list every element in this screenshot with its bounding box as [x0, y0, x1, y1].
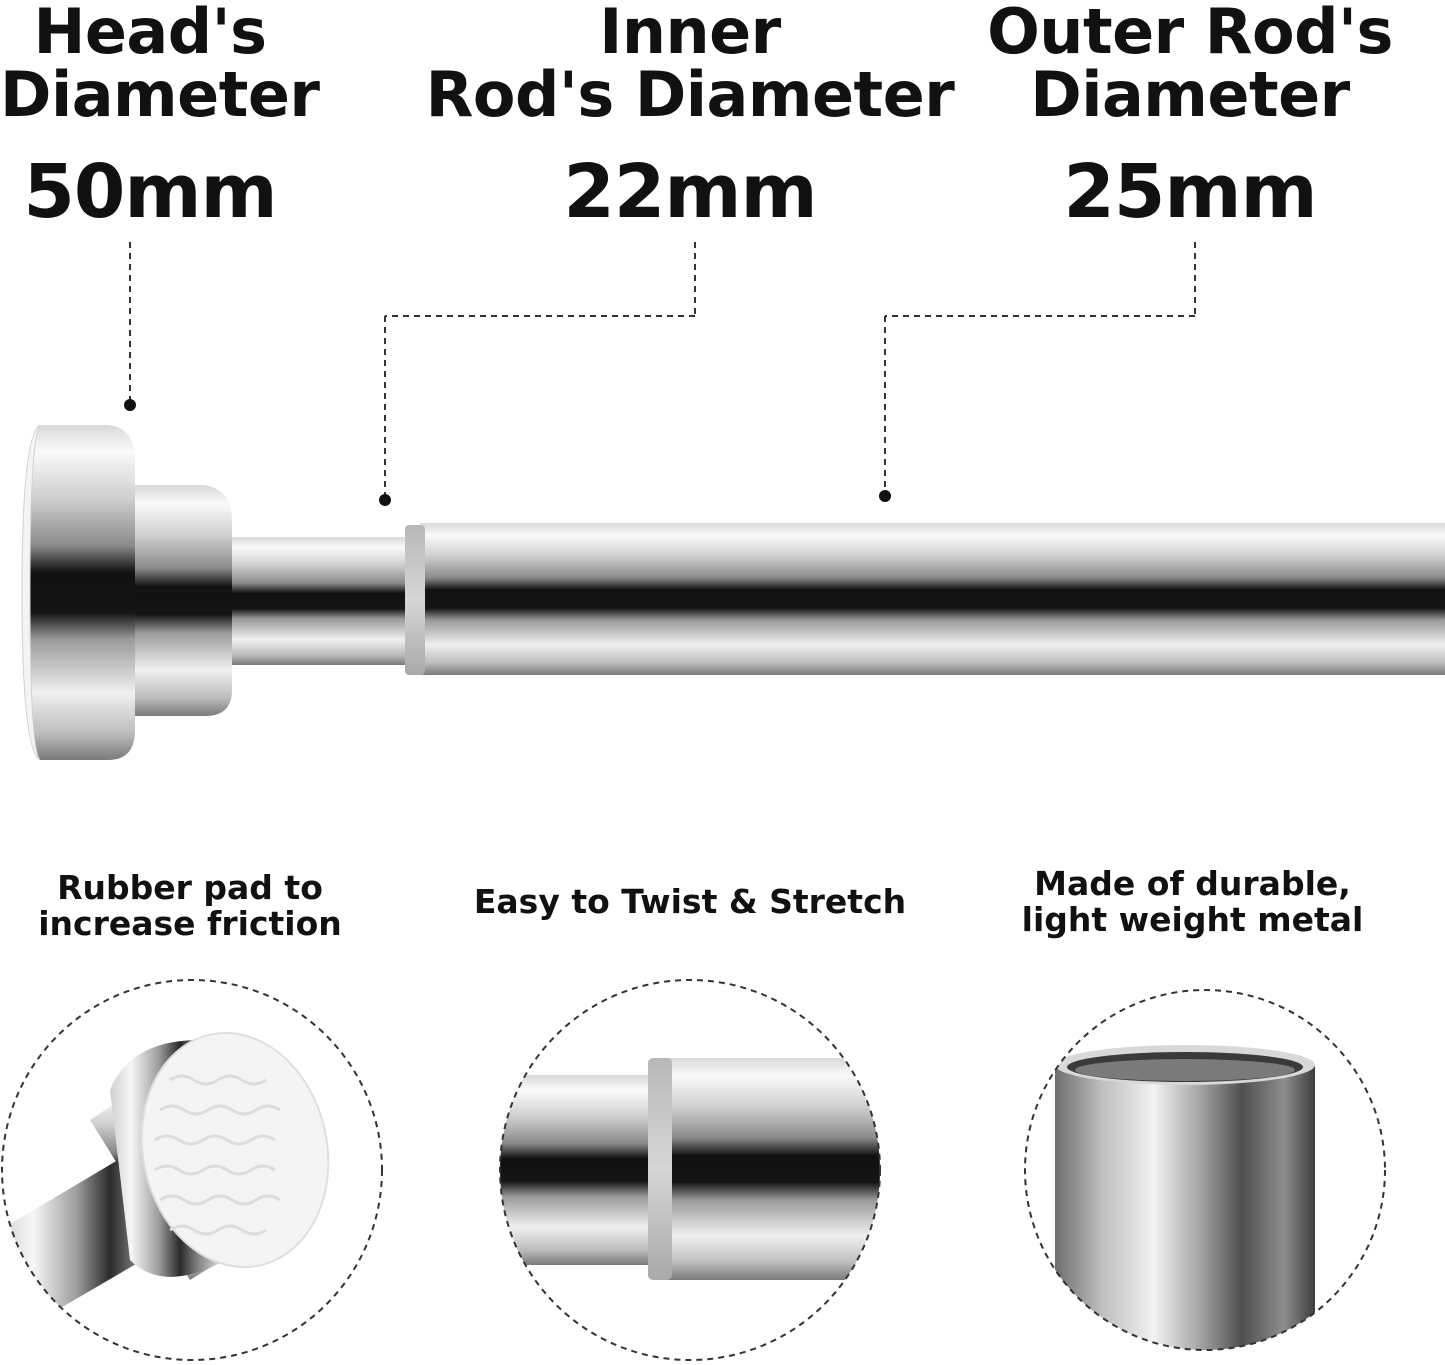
outer-rod-diameter-title-line2: Diameter [1030, 58, 1350, 132]
end-cap-neck [110, 485, 232, 716]
leader-line-inner-rod [379, 242, 696, 506]
head-diameter-title-line2: Diameter [0, 58, 320, 132]
feature-rubber-pad-line1: Rubber pad to [57, 868, 323, 907]
leader-line-outer-rod [879, 242, 1196, 502]
inner-rod [215, 537, 415, 665]
outer-rod-diameter-title-line1: Outer Rod's [987, 0, 1393, 68]
feature-rubber-pad-line2: increase friction [38, 903, 342, 943]
rubber-pad-edge [21, 424, 41, 761]
feature-twist-stretch-line1: Easy to Twist & Stretch [473, 882, 907, 921]
feature-durable-metal: Made of durable, light weight metal [1000, 866, 1385, 937]
end-cap-disc [22, 425, 135, 760]
leader-line-head [124, 242, 136, 411]
inner-rod-diameter-title: Inner Rod's Diameter [420, 0, 960, 126]
feature-durable-metal-line2: light weight metal [1021, 899, 1364, 939]
inner-rod-diameter-title-line2: Rod's Diameter [425, 58, 955, 132]
detail-circle-metal-tube [1024, 989, 1386, 1351]
outer-rod-diameter-title: Outer Rod's Diameter [985, 0, 1395, 126]
outer-rod-diameter-value: 25mm [1063, 149, 1317, 235]
collar-ring [405, 525, 425, 675]
head-diameter-title-line1: Head's [33, 0, 267, 68]
tension-rod [21, 424, 1445, 761]
outer-rod [420, 523, 1445, 675]
head-diameter-title: Head's Diameter [0, 0, 320, 132]
feature-durable-metal-line1: Made of durable, [1034, 864, 1351, 903]
head-diameter-value: 50mm [23, 149, 277, 235]
feature-rubber-pad: Rubber pad to increase friction [20, 870, 360, 941]
detail-circle-rubber-pad [1, 979, 383, 1361]
feature-twist-stretch: Easy to Twist & Stretch [440, 884, 940, 920]
inner-rod-diameter-title-line1: Inner [599, 0, 781, 68]
detail-circle-twist-joint [499, 979, 881, 1361]
inner-rod-diameter-value: 22mm [563, 149, 817, 235]
